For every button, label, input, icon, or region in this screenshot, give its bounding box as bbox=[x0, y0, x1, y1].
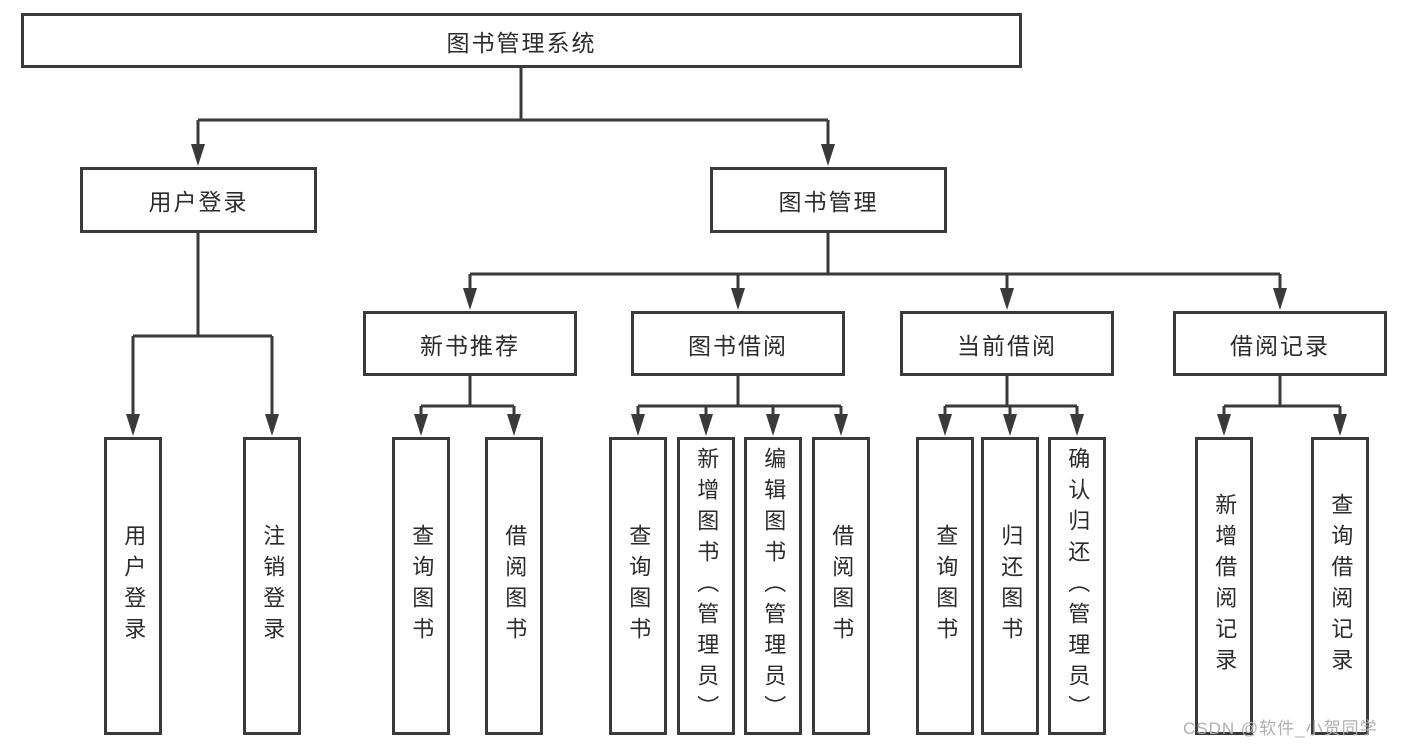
node-book-management: 图书管理 bbox=[710, 167, 947, 233]
leaf-return-book: 归还图书 bbox=[981, 437, 1039, 735]
leaf-query-books-recommend: 查询图书 bbox=[392, 437, 450, 735]
leaf-borrow-books-borrowing: 借阅图书 bbox=[812, 437, 870, 735]
leaf-query-borrow-record: 查询借阅记录 bbox=[1311, 437, 1369, 735]
leaf-borrow-books-borrowing-label: 借阅图书 bbox=[829, 524, 855, 648]
leaf-query-books-recommend-label: 查询图书 bbox=[409, 524, 435, 648]
leaf-add-book-admin: 新增图书（管理员） bbox=[677, 437, 735, 735]
leaf-return-book-label: 归还图书 bbox=[998, 524, 1024, 648]
leaf-borrow-books-recommend: 借阅图书 bbox=[485, 437, 543, 735]
node-book-borrowing: 图书借阅 bbox=[631, 311, 845, 376]
node-root-label: 图书管理系统 bbox=[446, 29, 597, 56]
node-new-book-recommend: 新书推荐 bbox=[363, 311, 577, 376]
leaf-add-borrow-record: 新增借阅记录 bbox=[1195, 437, 1253, 735]
node-borrow-records-label: 借阅记录 bbox=[1230, 332, 1330, 359]
node-root: 图书管理系统 bbox=[21, 13, 1022, 68]
leaf-add-borrow-record-label: 新增借阅记录 bbox=[1212, 493, 1238, 679]
leaf-query-books-borrowing: 查询图书 bbox=[609, 437, 667, 735]
watermark-text: CSDN @软件_小贺同学 bbox=[1183, 719, 1378, 738]
arrowheads bbox=[126, 144, 1347, 436]
leaf-query-books-current: 查询图书 bbox=[916, 437, 974, 735]
leaf-confirm-return-admin-label: 确认归还（管理员） bbox=[1065, 446, 1091, 726]
leaf-logout: 注销登录 bbox=[243, 437, 301, 735]
node-current-borrowing-label: 当前借阅 bbox=[957, 332, 1057, 359]
leaf-query-borrow-record-label: 查询借阅记录 bbox=[1328, 493, 1354, 679]
node-user-login-label: 用户登录 bbox=[148, 189, 249, 215]
tree-edges bbox=[131, 66, 1342, 418]
leaf-borrow-books-recommend-label: 借阅图书 bbox=[502, 524, 528, 648]
leaf-logout-label: 注销登录 bbox=[260, 524, 286, 648]
node-user-login: 用户登录 bbox=[80, 167, 317, 233]
leaf-edit-book-admin-label: 编辑图书（管理员） bbox=[761, 446, 787, 726]
leaf-query-books-borrowing-label: 查询图书 bbox=[626, 524, 652, 648]
node-current-borrowing: 当前借阅 bbox=[900, 311, 1114, 376]
node-new-book-recommend-label: 新书推荐 bbox=[420, 332, 520, 359]
leaf-query-books-current-label: 查询图书 bbox=[933, 524, 959, 648]
node-book-borrowing-label: 图书借阅 bbox=[688, 332, 788, 359]
leaf-add-book-admin-label: 新增图书（管理员） bbox=[694, 446, 720, 726]
leaf-edit-book-admin: 编辑图书（管理员） bbox=[744, 437, 802, 735]
node-book-management-label: 图书管理 bbox=[778, 189, 879, 215]
node-borrow-records: 借阅记录 bbox=[1173, 311, 1387, 376]
leaf-user-login: 用户登录 bbox=[104, 437, 162, 735]
leaf-confirm-return-admin: 确认归还（管理员） bbox=[1048, 437, 1106, 735]
leaf-user-login-label: 用户登录 bbox=[121, 524, 147, 648]
